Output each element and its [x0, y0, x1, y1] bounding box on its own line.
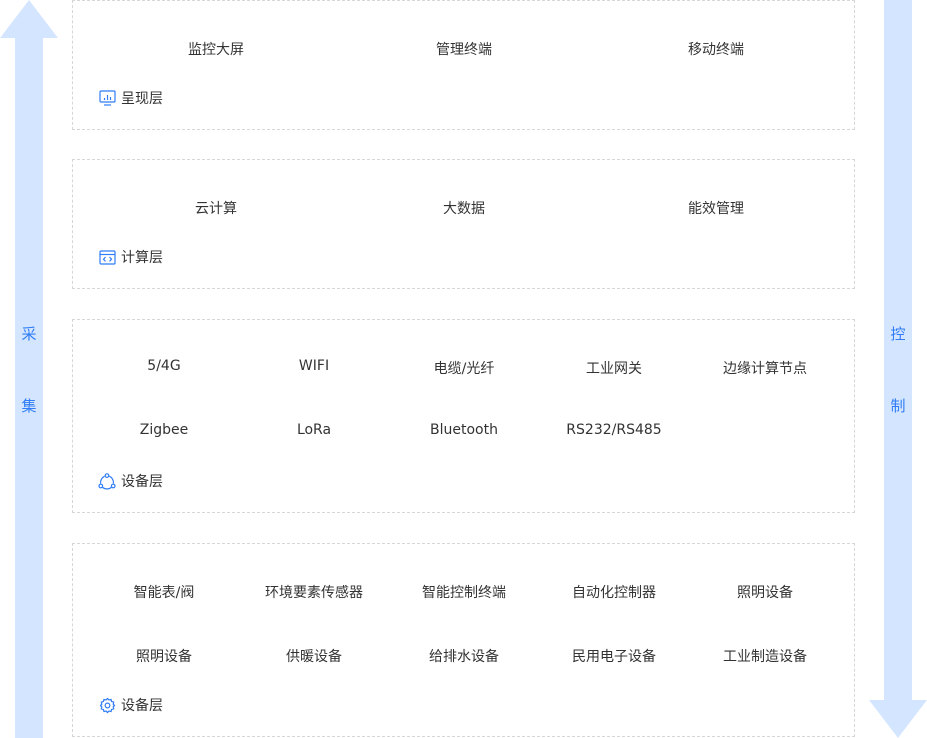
layer-caption: 设备层 [98, 471, 163, 491]
layer-item: 给排水设备 [429, 649, 499, 665]
layer-item: 供暖设备 [286, 649, 342, 665]
presentation-layer: 监控大屏 管理终端 移动终端 呈现层 [72, 0, 855, 130]
layer-name: 呈现层 [121, 91, 163, 107]
layer-item: 大数据 [443, 201, 485, 217]
layer-caption: 设备层 [98, 695, 163, 715]
up-arrow-icon [0, 0, 58, 738]
monitor-icon [98, 89, 116, 107]
layer-caption: 计算层 [98, 247, 163, 267]
layer-caption: 呈现层 [98, 88, 163, 108]
layer-item: 工业制造设备 [723, 649, 807, 665]
layer-item: 电缆/光纤 [433, 361, 495, 377]
layer-item: 管理终端 [436, 42, 492, 58]
layer-item: Zigbee [139, 422, 189, 438]
layer-name: 设备层 [121, 474, 163, 490]
layer-item: 云计算 [195, 201, 237, 217]
collect-arrow: 采 集 [0, 0, 58, 738]
layer-item: 移动终端 [688, 42, 744, 58]
layer-item: Bluetooth [430, 422, 498, 438]
layer-item: 工业网关 [586, 361, 642, 377]
layer-item: 监控大屏 [188, 42, 244, 58]
down-arrow-icon [869, 0, 927, 738]
computing-layer: 云计算 大数据 能效管理 计算层 [72, 159, 855, 289]
collect-label-2: 集 [21, 397, 37, 415]
layer-item: 照明设备 [737, 585, 793, 601]
network-icon [98, 472, 116, 490]
layer-name: 计算层 [121, 250, 163, 266]
layer-item: 能效管理 [688, 201, 744, 217]
control-label-2: 制 [890, 397, 906, 415]
layer-item: 照明设备 [136, 649, 192, 665]
layer-item: 自动化控制器 [572, 585, 656, 601]
layer-name: 设备层 [121, 698, 163, 714]
layer-item: RS232/RS485 [566, 422, 662, 438]
device-layer: 智能表/阀 环境要素传感器 智能控制终端 自动化控制器 照明设备 照明设备 供暖… [72, 543, 855, 737]
layer-item: 边缘计算节点 [723, 361, 807, 377]
collect-label-1: 采 [21, 325, 37, 343]
layer-item: 智能控制终端 [422, 585, 506, 601]
layer-item: 智能表/阀 [133, 585, 195, 601]
layer-item: LoRa [296, 422, 332, 438]
code-window-icon [98, 248, 116, 266]
layer-item: 环境要素传感器 [265, 585, 363, 601]
gear-icon [98, 696, 116, 714]
control-label-1: 控 [890, 325, 906, 343]
layer-item: 5/4G [147, 358, 181, 374]
network-layer: 5/4G WIFI 电缆/光纤 工业网关 边缘计算节点 Zigbee LoRa … [72, 319, 855, 513]
layer-item: WIFI [298, 358, 330, 374]
control-arrow: 控 制 [869, 0, 927, 738]
layer-item: 民用电子设备 [572, 649, 656, 665]
